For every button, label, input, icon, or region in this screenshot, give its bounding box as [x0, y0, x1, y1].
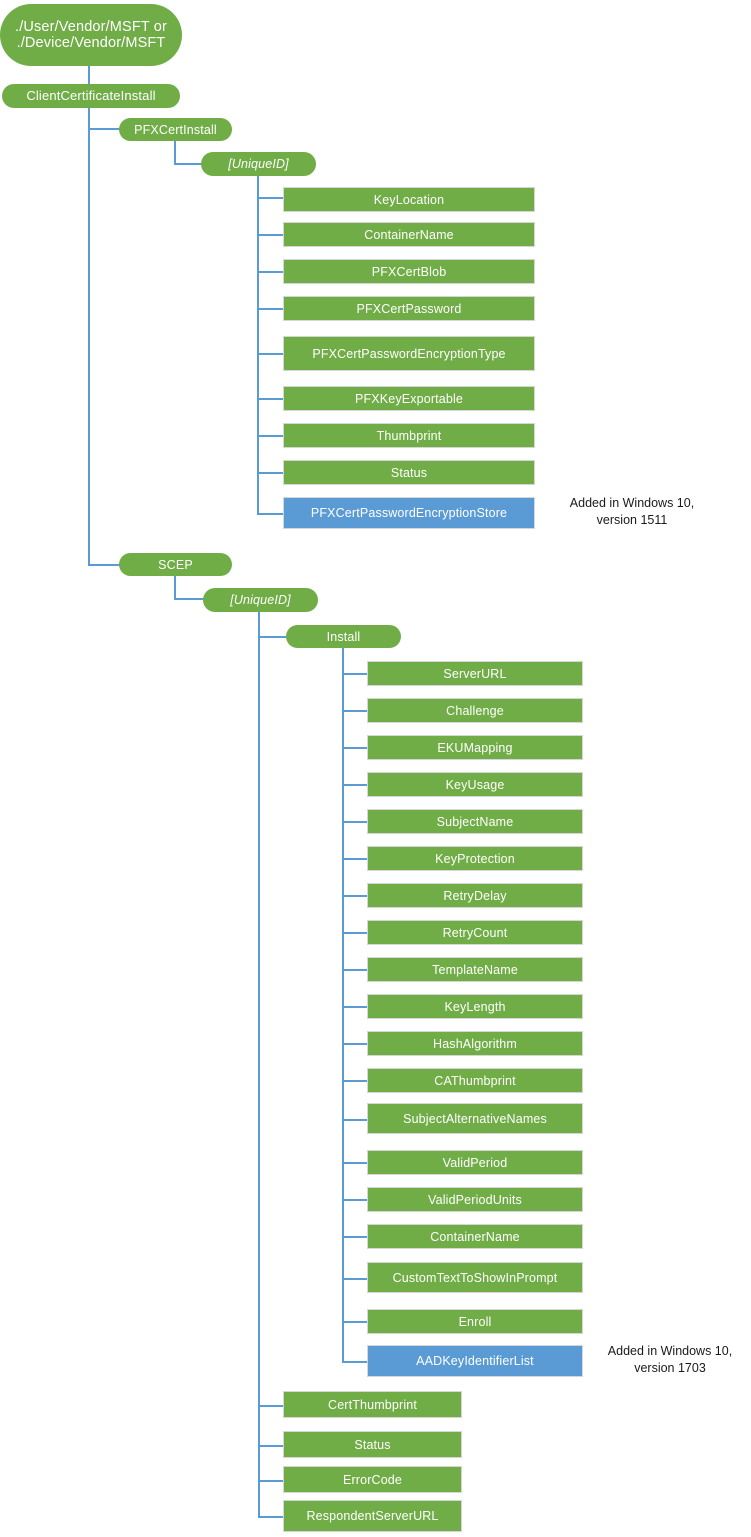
connector-scepuid-child-1	[258, 1445, 284, 1447]
node-install[interactable]: Install	[286, 625, 401, 648]
connector-install-child-16	[342, 1278, 368, 1280]
connector-scep-to-uniqueid	[174, 598, 205, 600]
node-pfxcertpasswordencryptiontype[interactable]: PFXCertPasswordEncryptionType	[283, 336, 535, 371]
node-ekumapping[interactable]: EKUMapping	[367, 735, 583, 760]
node-subjectalternativenames[interactable]: SubjectAlternativeNames	[367, 1103, 583, 1134]
node-enroll[interactable]: Enroll	[367, 1309, 583, 1334]
annotation-added-1511: Added in Windows 10, version 1511	[569, 496, 695, 527]
connector-pfx-child-8	[257, 513, 284, 515]
node-errorcode[interactable]: ErrorCode	[283, 1466, 462, 1493]
connector-scepuid-child-0	[258, 1405, 284, 1407]
connector-install-child-17	[342, 1321, 368, 1323]
node-pfxkeyexportable[interactable]: PFXKeyExportable	[283, 386, 535, 411]
connector-level1-to-pfxcertinstall	[88, 128, 121, 130]
connector-install-child-4	[342, 821, 368, 823]
node-certthumbprint[interactable]: CertThumbprint	[283, 1391, 462, 1418]
connector-level1-to-scep	[88, 564, 121, 566]
connector-install-child-7	[342, 932, 368, 934]
node-validperiodunits[interactable]: ValidPeriodUnits	[367, 1187, 583, 1212]
connector-install-child-13	[342, 1162, 368, 1164]
node-pfxcertpassword[interactable]: PFXCertPassword	[283, 296, 535, 321]
connector-pfx-child-1	[257, 234, 284, 236]
connector-install-child-5	[342, 858, 368, 860]
connector-install-child-15	[342, 1236, 368, 1238]
connector-install-child-18	[342, 1361, 368, 1363]
node-challenge[interactable]: Challenge	[367, 698, 583, 723]
node-customtexttoshowinprompt[interactable]: CustomTextToShowInPrompt	[367, 1262, 583, 1293]
connector-install-child-8	[342, 969, 368, 971]
connector-install-child-1	[342, 710, 368, 712]
trunk-level1	[88, 108, 90, 566]
connector-install-child-9	[342, 1006, 368, 1008]
connector-scepuid-child-3	[258, 1516, 284, 1518]
node-aadkeyidentifierlist[interactable]: AADKeyIdentifierList	[367, 1345, 583, 1377]
connector-pfx-child-3	[257, 308, 284, 310]
node-keylength[interactable]: KeyLength	[367, 994, 583, 1019]
node-cathumbprint[interactable]: CAThumbprint	[367, 1068, 583, 1093]
connector-scep-down	[174, 576, 176, 599]
connector-install-child-10	[342, 1043, 368, 1045]
node-serverurl[interactable]: ServerURL	[367, 661, 583, 686]
node-retrydelay[interactable]: RetryDelay	[367, 883, 583, 908]
connector-pfxcertinstall-down	[174, 141, 176, 164]
node-thumbprint[interactable]: Thumbprint	[283, 423, 535, 448]
trunk-scep-uniqueid	[258, 612, 260, 1517]
connector-pfxcertinstall-to-uniqueid	[174, 163, 203, 165]
connector-pfx-child-0	[257, 197, 284, 199]
connector-scep-uniqueid-to-install	[258, 636, 288, 638]
connector-install-child-12	[342, 1119, 368, 1121]
trunk-pfx-uniqueid	[257, 176, 259, 514]
node-pfxcertblob[interactable]: PFXCertBlob	[283, 259, 535, 284]
connector-pfx-child-6	[257, 435, 284, 437]
node-scep-uniqueid[interactable]: [UniqueID]	[203, 588, 318, 612]
connector-root-to-level1	[88, 66, 90, 86]
node-containername-scep[interactable]: ContainerName	[367, 1224, 583, 1249]
connector-pfx-child-7	[257, 472, 284, 474]
annotation-added-1703: Added in Windows 10, version 1703	[607, 1344, 733, 1375]
node-client-certificate-install[interactable]: ClientCertificateInstall	[2, 84, 180, 108]
connector-pfx-child-4	[257, 353, 284, 355]
connector-install-child-11	[342, 1080, 368, 1082]
connector-install-child-3	[342, 784, 368, 786]
trunk-install	[342, 648, 344, 1363]
node-keyprotection[interactable]: KeyProtection	[367, 846, 583, 871]
node-pfxcertinstall[interactable]: PFXCertInstall	[119, 118, 232, 141]
node-keyusage[interactable]: KeyUsage	[367, 772, 583, 797]
node-scep[interactable]: SCEP	[119, 553, 232, 576]
node-respondentserverurl[interactable]: RespondentServerURL	[283, 1500, 462, 1532]
connector-pfx-child-5	[257, 398, 284, 400]
node-validperiod[interactable]: ValidPeriod	[367, 1150, 583, 1175]
connector-install-child-2	[342, 747, 368, 749]
node-pfx-uniqueid[interactable]: [UniqueID]	[201, 152, 316, 176]
node-status-pfx[interactable]: Status	[283, 460, 535, 485]
node-templatename[interactable]: TemplateName	[367, 957, 583, 982]
connector-install-child-0	[342, 673, 368, 675]
node-retrycount[interactable]: RetryCount	[367, 920, 583, 945]
node-subjectname[interactable]: SubjectName	[367, 809, 583, 834]
connector-scepuid-child-2	[258, 1480, 284, 1482]
node-pfxcertpasswordencryptionstore[interactable]: PFXCertPasswordEncryptionStore	[283, 497, 535, 529]
connector-install-child-6	[342, 895, 368, 897]
node-keylocation[interactable]: KeyLocation	[283, 187, 535, 212]
node-status-scep[interactable]: Status	[283, 1431, 462, 1458]
connector-pfx-child-2	[257, 271, 284, 273]
connector-install-child-14	[342, 1199, 368, 1201]
node-hashalgorithm[interactable]: HashAlgorithm	[367, 1031, 583, 1056]
node-root[interactable]: ./User/Vendor/MSFT or ./Device/Vendor/MS…	[0, 4, 182, 66]
node-containername-pfx[interactable]: ContainerName	[283, 222, 535, 247]
